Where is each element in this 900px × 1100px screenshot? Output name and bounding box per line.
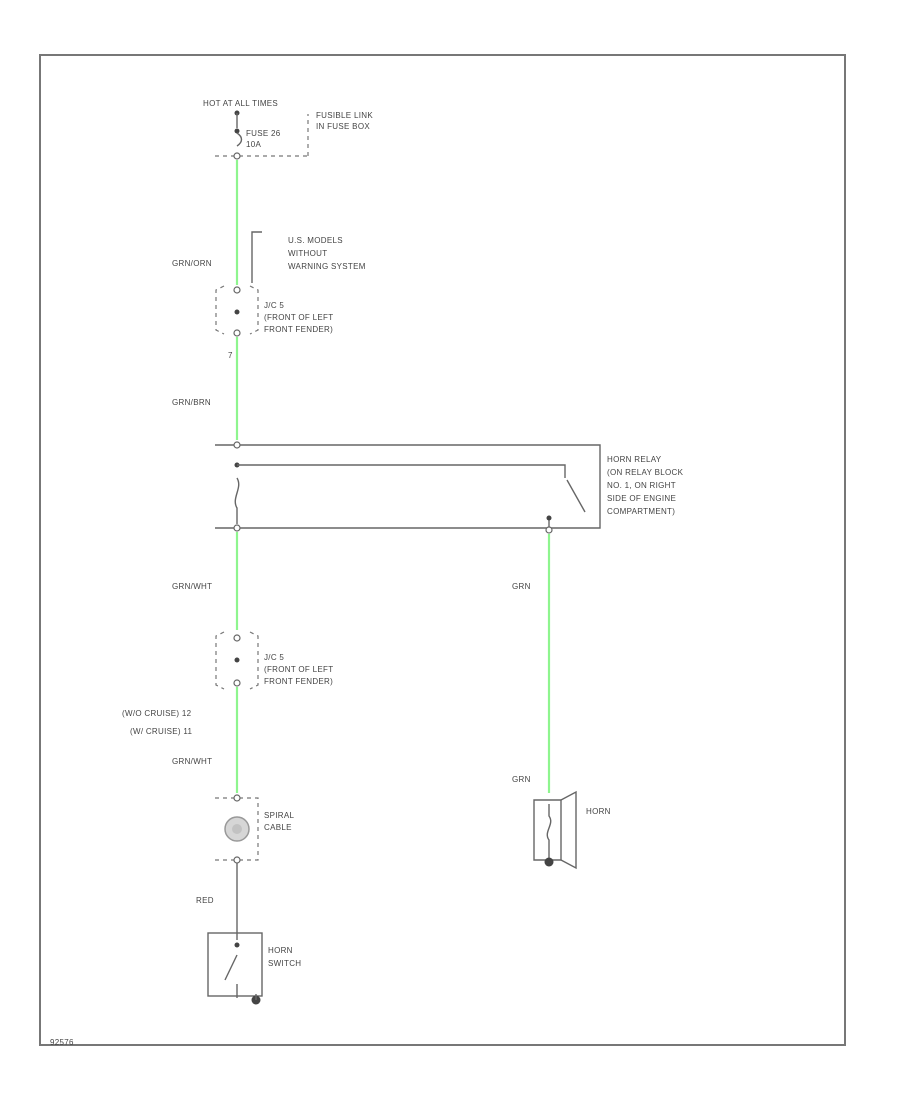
wire-label-grn-brn: GRN/BRN <box>172 398 211 407</box>
fuse-terminal-top <box>234 128 240 134</box>
fuse-terminal-bottom <box>233 152 241 160</box>
wire-label-grn-horn-a: GRN <box>512 582 531 591</box>
relay-terminal-horn-ring <box>545 526 553 534</box>
jc-lower-label-3: FRONT FENDER) <box>264 677 333 686</box>
jc-lower-outline <box>215 631 259 690</box>
jc-lower-terminal-top <box>233 634 241 642</box>
spiral-cable-label-2: CABLE <box>264 823 292 832</box>
horn-relay-label-2: (ON RELAY BLOCK <box>607 468 684 477</box>
horn-ground <box>544 857 554 867</box>
wire-label-red: RED <box>196 896 214 905</box>
relay-contact-feed <box>237 464 566 478</box>
power-label: HOT AT ALL TIMES <box>203 99 278 108</box>
diagram-border <box>39 54 846 1046</box>
wire-label-grn-orn: GRN/ORN <box>172 259 212 268</box>
horn-switch-label-2: SWITCH <box>268 959 301 968</box>
horn-switch-label-1: HORN <box>268 946 293 955</box>
us-models-note-2: WITHOUT <box>288 249 327 258</box>
fuse-label-1: FUSE 26 <box>246 129 281 138</box>
us-models-bracket <box>251 231 262 283</box>
jc-upper-junction <box>234 309 240 315</box>
jc-lower-label-2: (FRONT OF LEFT <box>264 665 333 674</box>
spiral-cable-core <box>232 824 242 834</box>
fuse-box-outline <box>215 114 309 157</box>
jc-upper-label-1: J/C 5 <box>264 301 284 310</box>
jc-lower-label-1: J/C 5 <box>264 653 284 662</box>
spiral-terminal-bottom <box>233 856 241 864</box>
wire-label-grn-wht-upper: GRN/WHT <box>172 582 212 591</box>
us-models-note-1: U.S. MODELS <box>288 236 343 245</box>
relay-terminal-horn <box>546 515 552 521</box>
horn-icon <box>533 799 562 861</box>
jc-upper-terminal-top <box>233 286 241 294</box>
jc-lower-terminal-bottom <box>233 679 241 687</box>
fuse-label-2: 10A <box>246 140 261 149</box>
fuse-symbol <box>236 132 243 147</box>
horn-relay-label-4: SIDE OF ENGINE <box>607 494 676 503</box>
horn-relay-label-5: COMPARTMENT) <box>607 507 675 516</box>
fusible-link-label-2: IN FUSE BOX <box>316 122 370 131</box>
relay-terminal-coil-in <box>233 441 241 449</box>
horn-switch-terminal-top <box>234 942 240 948</box>
relay-coil <box>234 477 240 524</box>
horn-bell <box>560 790 577 870</box>
horn-coil <box>546 804 552 858</box>
fusible-link-label-1: FUSIBLE LINK <box>316 111 373 120</box>
cruise-label-2: (W/ CRUISE) 11 <box>130 727 193 736</box>
jc-upper-terminal-bottom <box>233 329 241 337</box>
jc-upper-label-2: (FRONT OF LEFT <box>264 313 333 322</box>
spiral-cable-outline <box>215 797 259 861</box>
horn-relay-label-3: NO. 1, ON RIGHT <box>607 481 676 490</box>
horn-relay-label-1: HORN RELAY <box>607 455 662 464</box>
horn-switch-box <box>207 932 263 997</box>
relay-terminal-coil-out <box>233 524 241 532</box>
wire-label-grn-wht-lower: GRN/WHT <box>172 757 212 766</box>
jc-upper-label-3: FRONT FENDER) <box>264 325 333 334</box>
horn-label: HORN <box>586 807 611 816</box>
wire-label-grn-horn-b: GRN <box>512 775 531 784</box>
jc-upper-pin: 7 <box>228 351 233 360</box>
us-models-note-3: WARNING SYSTEM <box>288 262 366 271</box>
spiral-terminal-top <box>233 794 241 802</box>
horn-relay-box <box>215 444 601 529</box>
relay-switch-arm <box>566 479 586 513</box>
cruise-label-1: (W/O CRUISE) 12 <box>122 709 192 718</box>
spiral-cable-label-1: SPIRAL <box>264 811 295 820</box>
figure-id: 92576 <box>50 1038 74 1047</box>
jc-lower-junction <box>234 657 240 663</box>
horn-switch-arm <box>224 954 238 981</box>
